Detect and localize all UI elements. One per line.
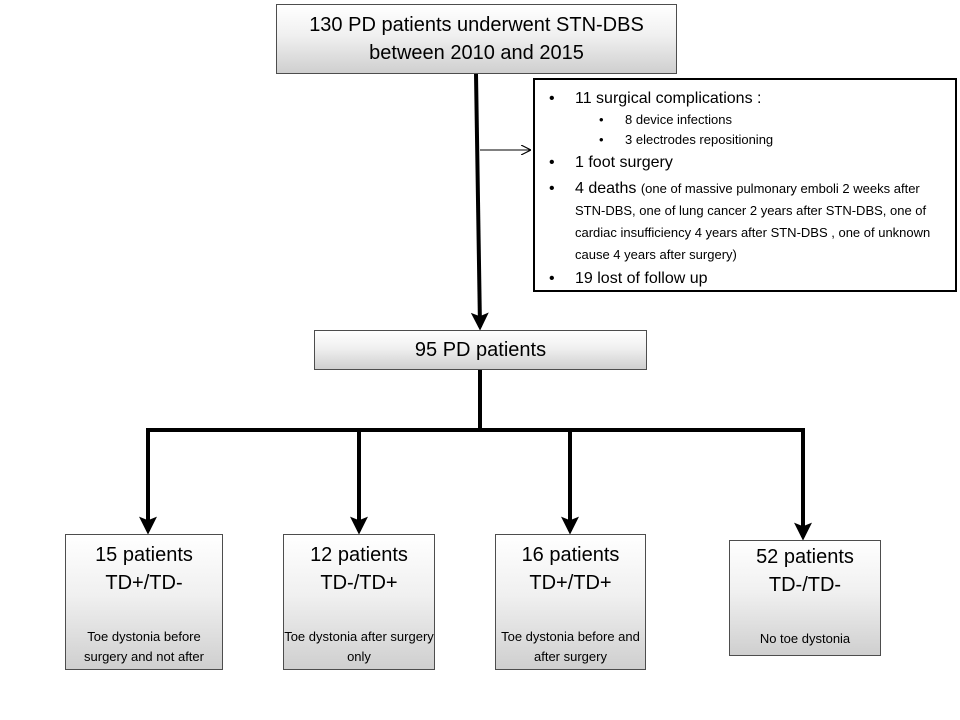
group-count: 16 patients (521, 544, 620, 566)
group-count: 12 patients (310, 544, 408, 566)
group-description: Toe dystonia after surgery only (284, 629, 434, 664)
group-box-td-plus-plus: 16 patients TD+/TD+ Toe dystonia before … (495, 534, 646, 670)
enrolled-line-2: between 2010 and 2015 (369, 42, 584, 64)
group-count: 15 patients (95, 544, 193, 566)
group-code: TD+/TD- (105, 572, 183, 594)
exclusion-foot-surgery: 1 foot surgery (543, 152, 947, 174)
group-box-td-minus-plus: 12 patients TD-/TD+ Toe dystonia after s… (283, 534, 435, 670)
group-description: No toe dystonia (759, 631, 851, 646)
group-box-td-minus-minus: 52 patients TD-/TD- No toe dystonia (729, 540, 881, 656)
exclusion-lost-follow-up: 19 lost of follow up (543, 268, 947, 290)
exclusion-sub-device-infections: 8 device infections (543, 110, 947, 130)
group-code: TD+/TD+ (529, 572, 612, 594)
exclusion-deaths-main: 4 deaths (575, 180, 637, 197)
group-description: Toe dystonia before surgery and not afte… (84, 629, 204, 664)
exclusion-deaths-detail: (one of massive pulmonary emboli 2 weeks… (575, 181, 931, 262)
group-code: TD-/TD+ (320, 572, 398, 594)
enrolled-patients-box: 130 PD patients underwent STN-DBS betwee… (276, 4, 677, 74)
included-patients-box: 95 PD patients (314, 330, 647, 370)
exclusion-deaths: 4 deaths (one of massive pulmonary embol… (543, 178, 947, 266)
group-count: 52 patients (756, 546, 854, 568)
enrolled-line-1: 130 PD patients underwent STN-DBS (309, 14, 644, 36)
group-description: Toe dystonia before and after surgery (501, 629, 640, 664)
exclusions-box: 11 surgical complications : 8 device inf… (533, 78, 957, 292)
group-box-td-plus-minus: 15 patients TD+/TD- Toe dystonia before … (65, 534, 223, 670)
arrow-top-to-mid (470, 73, 489, 331)
exclusion-surgical-complications: 11 surgical complications : (543, 88, 947, 110)
exclusion-sub-electrodes-repositioning: 3 electrodes repositioning (543, 130, 947, 150)
group-code: TD-/TD- (768, 574, 842, 596)
included-patients-label: 95 PD patients (414, 339, 547, 361)
